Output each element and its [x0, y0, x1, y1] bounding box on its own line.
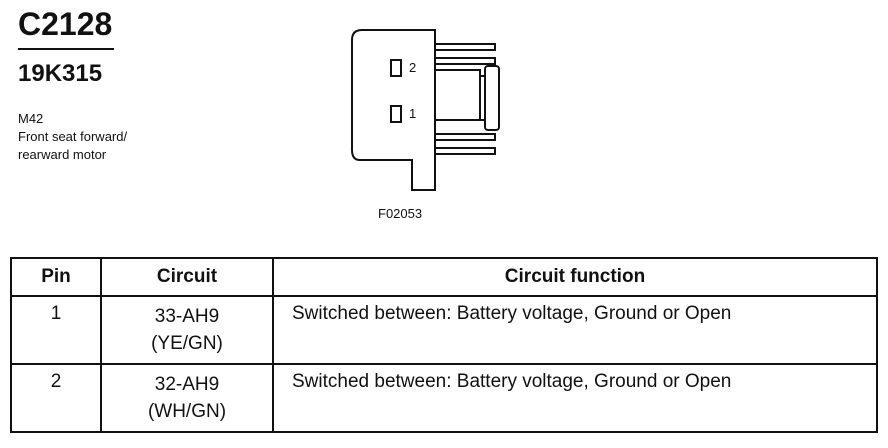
- latch-rail-top-2: [434, 57, 496, 65]
- latch-rail-bottom-1: [434, 133, 496, 141]
- pin-1-label: 1: [409, 106, 416, 121]
- table-header-row: Pin Circuit Circuit function: [10, 257, 878, 297]
- pin-1-cavity: [390, 105, 402, 123]
- pinout-table: Pin Circuit Circuit function 1 33-AH9 (Y…: [10, 257, 878, 433]
- pin-2-label: 2: [409, 60, 416, 75]
- figure-code: F02053: [378, 206, 423, 221]
- connector-id: C2128: [18, 6, 113, 42]
- latch-rail-bottom-2: [434, 147, 496, 155]
- pin-number: 2: [10, 363, 102, 433]
- circuit-number: 33-AH9: [154, 306, 220, 327]
- title-divider: [18, 48, 114, 50]
- latch-arm: [435, 69, 481, 121]
- circuit-function: Switched between: Battery voltage, Groun…: [272, 363, 878, 433]
- header-circuit: Circuit: [100, 257, 274, 297]
- description-line-1: Front seat forward/: [18, 129, 128, 144]
- pin-number: 1: [10, 295, 102, 365]
- circuit-cell: 33-AH9 (YE/GN): [100, 295, 274, 365]
- circuit-number: 32-AH9: [154, 374, 220, 395]
- connector-description: M42 Front seat forward/ rearward motor: [18, 110, 127, 164]
- header-pin: Pin: [10, 257, 102, 297]
- wire-color: (YE/GN): [151, 333, 223, 354]
- description-line-2: rearward motor: [18, 147, 107, 162]
- part-number: 19K315: [18, 60, 103, 87]
- circuit-cell: 32-AH9 (WH/GN): [100, 363, 274, 433]
- wire-color: (WH/GN): [147, 401, 227, 422]
- table-row: 1 33-AH9 (YE/GN) Switched between: Batte…: [10, 295, 878, 365]
- circuit-function: Switched between: Battery voltage, Groun…: [272, 295, 878, 365]
- latch-handle: [484, 65, 500, 131]
- connector-face-diagram: 2 1: [351, 29, 500, 191]
- header-circuit-function: Circuit function: [272, 257, 878, 297]
- table-row: 2 32-AH9 (WH/GN) Switched between: Batte…: [10, 363, 878, 433]
- latch-rail-top-1: [434, 43, 496, 51]
- location-code: M42: [18, 111, 44, 126]
- pin-2-cavity: [390, 59, 402, 77]
